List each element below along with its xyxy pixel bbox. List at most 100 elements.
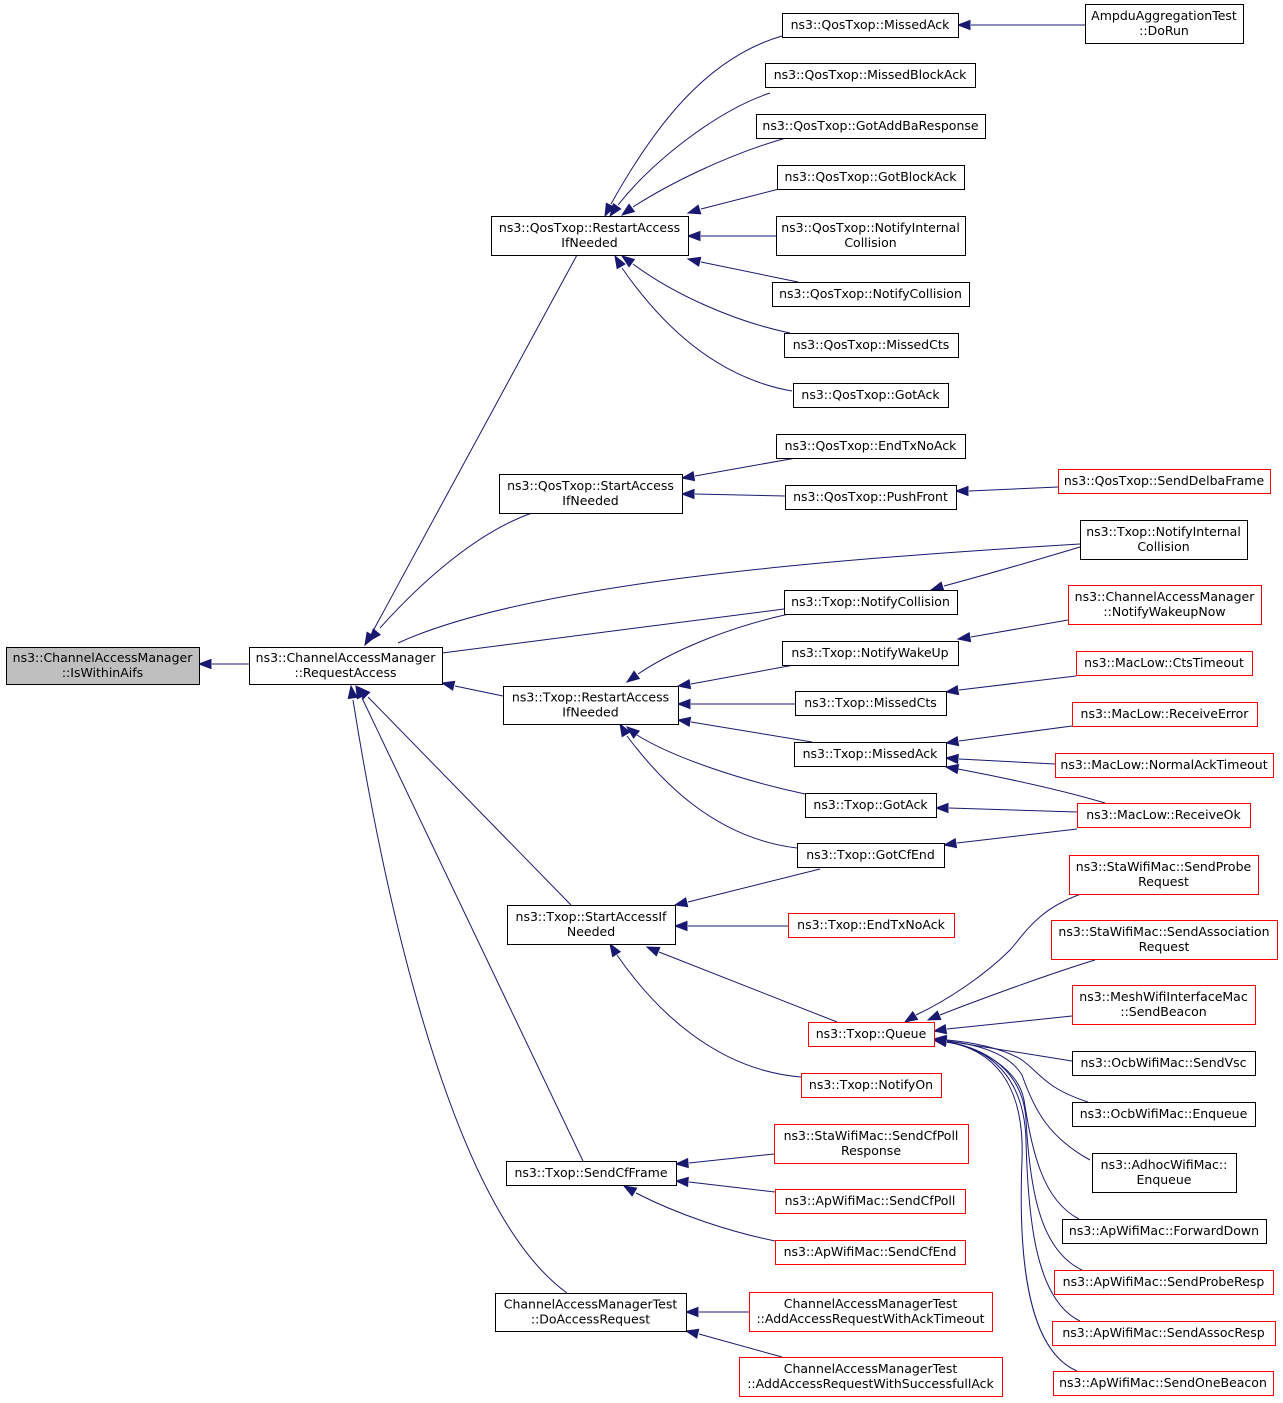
node-label-line: AmpduAggregationTest (1091, 8, 1237, 23)
edge-line (632, 263, 791, 334)
node-qos-missedack[interactable]: ns3::QosTxop::MissedAck (782, 13, 959, 38)
node-ocb-enqueue[interactable]: ns3::OcbWifiMac::Enqueue (1072, 1102, 1256, 1127)
node-ap-sendonebeacon[interactable]: ns3::ApWifiMac::SendOneBeacon (1053, 1371, 1274, 1396)
edge-arrowhead (956, 19, 971, 31)
edge-qos_pushfront-to-qos_startaccess (680, 488, 786, 500)
node-box (793, 383, 949, 408)
node-box (739, 1357, 1003, 1397)
node-cam-notifywakeupnow[interactable]: ns3::ChannelAccessManager::NotifyWakeupN… (1068, 585, 1262, 625)
edge-arrowhead (609, 942, 622, 958)
edge-line (610, 35, 783, 205)
node-label-line: Collision (844, 235, 896, 250)
edge-arrowhead (619, 722, 631, 738)
node-txop-sendcfframe[interactable]: ns3::Txop::SendCfFrame (506, 1161, 677, 1186)
node-txop-notifycollision[interactable]: ns3::Txop::NotifyCollision (784, 590, 958, 615)
node-qos-missedblockack[interactable]: ns3::QosTxop::MissedBlockAck (765, 63, 976, 88)
node-maclow-receiveerror[interactable]: ns3::MacLow::ReceiveError (1072, 702, 1258, 727)
edge-arrowhead (625, 670, 641, 683)
node-qos-pushfront[interactable]: ns3::QosTxop::PushFront (785, 485, 957, 510)
edge-arrowhead (934, 802, 949, 814)
node-ampdu-dorun[interactable]: AmpduAggregationTest::DoRun (1085, 4, 1244, 44)
edge-txop_gotack-to-txop_restart (625, 726, 806, 795)
node-qos-senddelba[interactable]: ns3::QosTxop::SendDelbaFrame (1058, 469, 1271, 494)
node-label-line: ns3::QosTxop::GotBlockAck (785, 169, 958, 184)
node-adhoc-enqueue[interactable]: ns3::AdhocWifiMac::Enqueue (1092, 1153, 1237, 1193)
edge-arrowhead (944, 735, 960, 747)
node-label-line: ns3::MacLow::CtsTimeout (1084, 655, 1244, 670)
edge-ocb_enqueue-to-txop_queue (932, 1034, 1089, 1103)
edge-txop_missedcts-to-txop_restart (676, 698, 795, 710)
node-ocb-sendvsc[interactable]: ns3::OcbWifiMac::SendVsc (1072, 1051, 1256, 1076)
node-label-line: ns3::Txop::NotifyOn (809, 1077, 933, 1092)
node-maclow-receiveok[interactable]: ns3::MacLow::ReceiveOk (1077, 803, 1251, 828)
edge-line (956, 828, 1078, 844)
node-qos-endtxnoack[interactable]: ns3::QosTxop::EndTxNoAck (776, 434, 966, 459)
node-txop-gotcfend[interactable]: ns3::Txop::GotCfEnd (797, 843, 945, 868)
node-label-line: ::AddAccessRequestWithAckTimeout (756, 1311, 984, 1326)
node-camtest-addackto[interactable]: ChannelAccessManagerTest::AddAccessReque… (749, 1292, 993, 1332)
node-box (503, 686, 679, 725)
node-requestaccess[interactable]: ns3::ChannelAccessManager::RequestAccess (249, 647, 443, 685)
edge-arrowhead (686, 230, 701, 242)
node-iswithinaifs[interactable]: ns3::ChannelAccessManager::IsWithinAifs (6, 647, 200, 685)
node-label-line: ns3::Txop::NotifyInternal (1086, 524, 1241, 539)
node-qos-gotblockack[interactable]: ns3::QosTxop::GotBlockAck (777, 165, 965, 190)
node-txop-missedack[interactable]: ns3::Txop::MissedAck (794, 742, 947, 767)
edge-sta_sendcfpollresp-to-txop_sendcfframe (674, 1153, 775, 1169)
node-qos-notifycollision[interactable]: ns3::QosTxop::NotifyCollision (772, 282, 970, 307)
node-label-line: ns3::StaWifiMac::SendAssociation (1058, 924, 1269, 939)
node-qos-gotaddba[interactable]: ns3::QosTxop::GotAddBaResponse (756, 114, 986, 139)
node-txop-notifyon[interactable]: ns3::Txop::NotifyOn (801, 1073, 942, 1098)
node-ap-sendassocresp[interactable]: ns3::ApWifiMac::SendAssocResp (1052, 1321, 1276, 1346)
node-label-line: ns3::MacLow::NormalAckTimeout (1060, 757, 1267, 772)
node-ap-forwarddown[interactable]: ns3::ApWifiMac::ForwardDown (1062, 1219, 1267, 1244)
node-box (1052, 1321, 1276, 1346)
node-txop-gotack[interactable]: ns3::Txop::GotAck (805, 793, 937, 818)
edge-arrowhead (932, 1023, 948, 1035)
edge-qos_missedcts-to-qos_restart (620, 255, 791, 334)
node-qos-gotack[interactable]: ns3::QosTxop::GotAck (793, 383, 949, 408)
edge-ampdu_dorun-to-qos_missedack (956, 19, 1085, 31)
edge-txop_notifycollision-to-requestaccess (441, 608, 785, 654)
edge-line (361, 697, 584, 1162)
node-txop-missedcts[interactable]: ns3::Txop::MissedCts (795, 691, 947, 716)
edge-line (946, 1041, 1078, 1372)
node-ap-sendcfend[interactable]: ns3::ApWifiMac::SendCfEnd (775, 1240, 966, 1265)
node-camtest-doaccess[interactable]: ChannelAccessManagerTest::DoAccessReques… (495, 1293, 687, 1332)
node-txop-notifywakeup[interactable]: ns3::Txop::NotifyWakeUp (782, 641, 959, 666)
node-ap-sendcfpoll[interactable]: ns3::ApWifiMac::SendCfPoll (775, 1189, 966, 1214)
edge-line (688, 1153, 775, 1164)
node-label-line: ::DoRun (1139, 23, 1189, 38)
node-box (782, 13, 959, 38)
node-label-line: IfNeeded (562, 493, 618, 508)
node-label-line: ns3::QosTxop::MissedAck (791, 17, 951, 32)
nodes-layer: ns3::ChannelAccessManager::IsWithinAifsn… (6, 4, 1278, 1397)
edge-qos_gotack-to-qos_restart (614, 254, 793, 392)
edge-arrowhead (942, 837, 958, 849)
edge-txop_queue-to-txop_startaccess (645, 946, 838, 1023)
node-mesh-sendbeacon[interactable]: ns3::MeshWifiInterfaceMac::SendBeacon (1072, 985, 1256, 1025)
edge-txop_notifyinternal-to-txop_notifycollision (929, 546, 1081, 592)
node-txop-queue[interactable]: ns3::Txop::Queue (808, 1022, 935, 1047)
node-box (1092, 1153, 1237, 1193)
node-label-line: ns3::QosTxop::NotifyInternal (781, 220, 960, 235)
edge-arrowhead (954, 485, 969, 497)
node-label-line: ns3::QosTxop::StartAccess (507, 478, 674, 493)
node-txop-endtxnoack[interactable]: ns3::Txop::EndTxNoAck (788, 913, 955, 938)
node-maclow-ctstimeout[interactable]: ns3::MacLow::CtsTimeout (1076, 651, 1253, 676)
node-maclow-normalacktimeout[interactable]: ns3::MacLow::NormalAckTimeout (1055, 753, 1274, 778)
node-ap-sendproberesp[interactable]: ns3::ApWifiMac::SendProbeResp (1054, 1270, 1274, 1295)
node-camtest-addsuccack[interactable]: ChannelAccessManagerTest::AddAccessReque… (739, 1357, 1003, 1397)
node-qos-missedcts[interactable]: ns3::QosTxop::MissedCts (784, 333, 959, 358)
edge-arrowhead (645, 946, 661, 957)
node-label-line: ns3::QosTxop::SendDelbaFrame (1064, 473, 1265, 488)
